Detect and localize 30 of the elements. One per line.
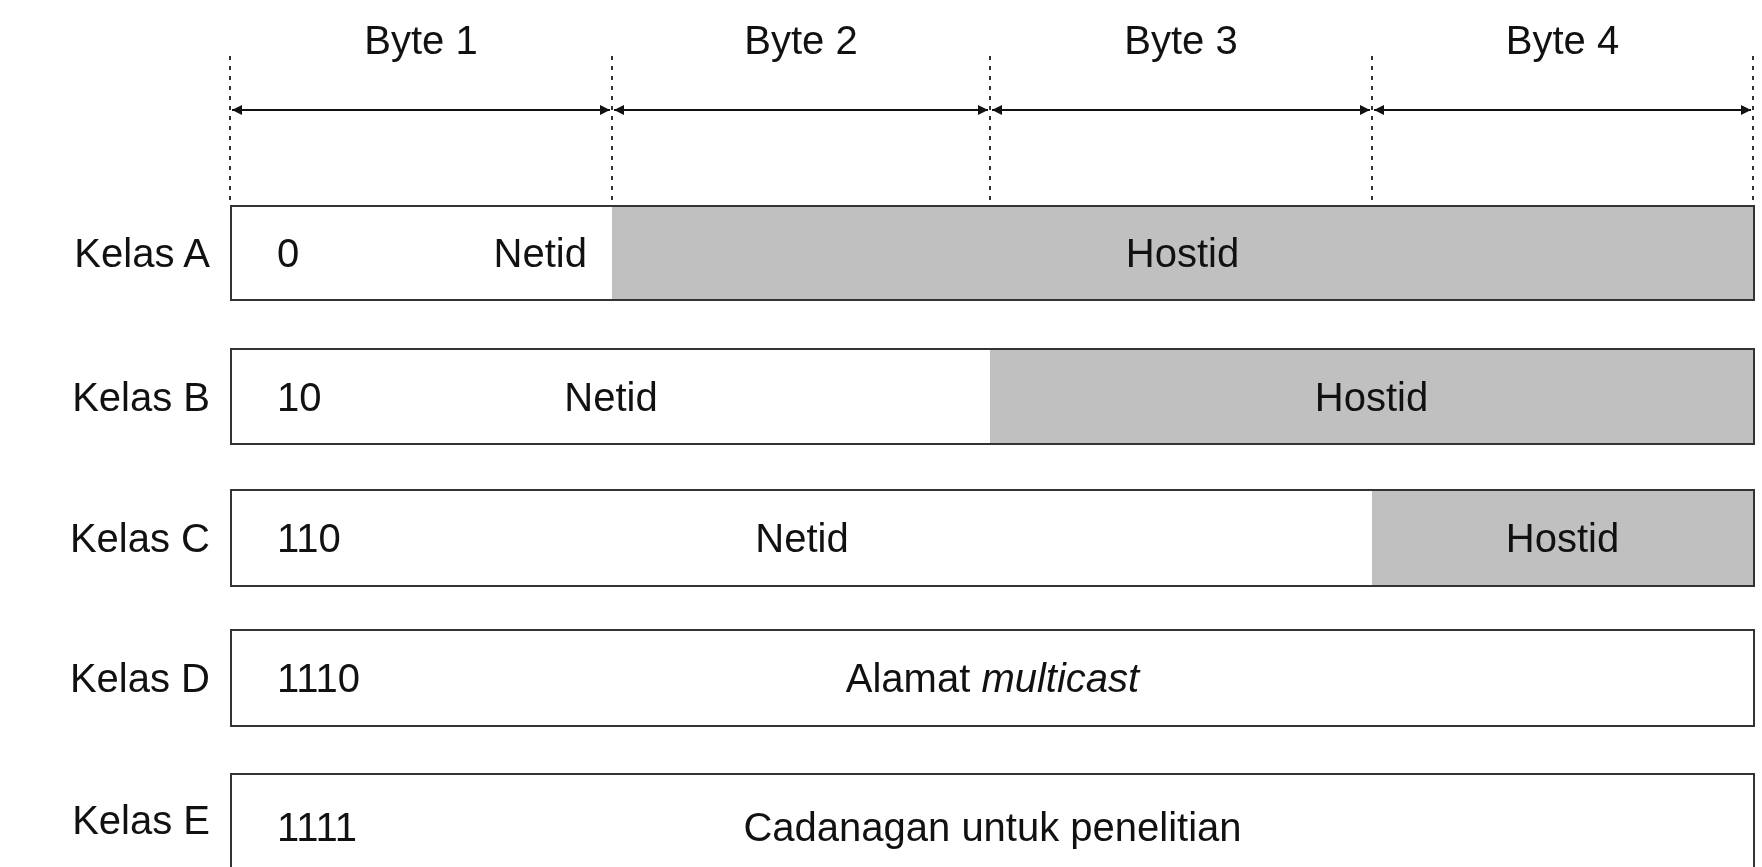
byte-label: Byte 1 [364,18,478,63]
host-field-box [1372,489,1755,587]
field-label: Hostid [1314,374,1429,419]
network-field-box [230,489,1374,587]
prefix-bits: 1111 [277,804,358,849]
host-field-box [990,348,1755,445]
prefix-bits: 1110 [277,655,361,701]
prefix-bits: 10 [277,374,322,419]
class-label: Kelas D [69,655,210,701]
field-label: Netid [493,230,587,276]
field-label: Netid [755,515,849,561]
class-label: Kelas E [72,797,210,843]
class-label: Kelas A [74,230,210,276]
network-field-box [230,348,992,445]
field-label: Hostid [1505,515,1620,561]
field-label: Hostid [1125,230,1240,276]
network-field-box [230,629,1755,727]
class-label: Kelas C [69,515,210,561]
prefix-bits: 0 [277,230,300,276]
byte-label: Byte 4 [1505,18,1620,63]
host-field-box [612,205,1755,301]
field-label: Alamat multicast [845,655,1140,701]
class-label: Kelas B [72,374,210,419]
network-field-box [230,205,614,301]
prefix-bits: 110 [277,515,341,561]
network-field-box [230,773,1755,867]
byte-label: Byte 2 [744,18,858,63]
field-label: Netid [564,374,658,419]
byte-label: Byte 3 [1124,18,1238,63]
field-label: Cadanagan untuk penelitian [743,804,1242,849]
